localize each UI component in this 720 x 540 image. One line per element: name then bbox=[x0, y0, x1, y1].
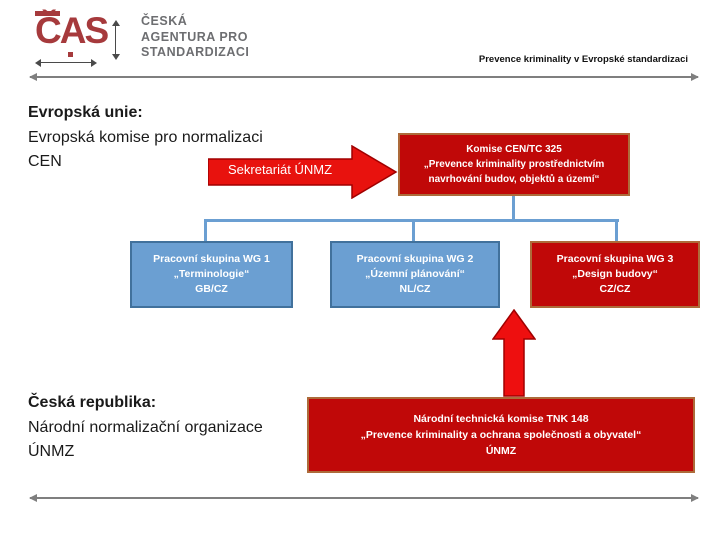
cen-tc325-box: Komise CEN/TC 325 „Prevence kriminality … bbox=[398, 133, 630, 196]
connector-drop-wg2 bbox=[412, 219, 415, 243]
wg2-box: Pracovní skupina WG 2 „Územní plánování“… bbox=[330, 241, 500, 308]
box-line: navrhování budov, objektů a území“ bbox=[428, 174, 600, 185]
eu-line: Evropská komise pro normalizaci bbox=[28, 128, 263, 146]
right-arrowhead-icon bbox=[691, 494, 699, 502]
box-line: Komise CEN/TC 325 bbox=[466, 144, 562, 155]
cz-line: ÚNMZ bbox=[28, 443, 75, 460]
secretariat-arrow-label: Sekretariát ÚNMZ bbox=[227, 162, 333, 177]
cz-line: Národní normalizační organizace bbox=[28, 418, 263, 436]
box-line: ÚNMZ bbox=[485, 445, 517, 457]
logo-dimension-line-vertical bbox=[115, 22, 116, 58]
arrow-right-icon bbox=[91, 59, 97, 67]
tnk148-box: Národní technická komise TNK 148 „Preven… bbox=[307, 397, 695, 473]
top-divider-line bbox=[29, 73, 699, 81]
box-line: NL/CZ bbox=[399, 283, 431, 295]
connector-drop-wg3 bbox=[615, 219, 618, 243]
box-line: CZ/CZ bbox=[599, 283, 631, 295]
cas-logo-mark-icon: ČAS bbox=[35, 8, 127, 67]
box-line: „Prevence kriminality a ochrana společno… bbox=[360, 429, 642, 441]
cz-heading: Česká republika: bbox=[28, 394, 157, 411]
arrow-down-icon bbox=[112, 54, 120, 60]
up-arrow-icon bbox=[492, 309, 536, 397]
logo-org-line: AGENTURA PRO bbox=[141, 29, 248, 44]
eu-line: CEN bbox=[28, 153, 62, 170]
logo-dot bbox=[68, 52, 73, 57]
cz-text-block: Česká republika: Národní normalizační or… bbox=[28, 391, 263, 465]
arrow-left-icon bbox=[35, 59, 41, 67]
box-line: „Územní plánování“ bbox=[365, 268, 465, 280]
connector-horizontal-line bbox=[204, 219, 619, 222]
box-line: Pracovní skupina WG 2 bbox=[356, 253, 474, 265]
box-line: Pracovní skupina WG 3 bbox=[556, 253, 674, 265]
eu-heading: Evropská unie: bbox=[28, 104, 143, 121]
logo-org-line: STANDARDIZACI bbox=[141, 45, 250, 59]
arrow-up-icon bbox=[112, 20, 120, 26]
box-line: „Terminologie“ bbox=[173, 268, 250, 280]
slide-caption: Prevence kriminality v Evropské standard… bbox=[478, 54, 688, 65]
left-arrowhead-icon bbox=[29, 494, 37, 502]
box-line: Pracovní skupina WG 1 bbox=[153, 253, 270, 265]
logo-org-name: ČESKÁ AGENTURA PRO STANDARDIZACI bbox=[141, 8, 249, 66]
wg3-box: Pracovní skupina WG 3 „Design budovy“ CZ… bbox=[530, 241, 700, 308]
logo-caron-bar bbox=[35, 11, 60, 16]
logo-acronym: ČAS bbox=[35, 10, 109, 51]
bottom-divider-line bbox=[29, 494, 699, 502]
eu-text-block: Evropská unie: Evropská komise pro norma… bbox=[28, 101, 263, 175]
box-line: „Prevence kriminality prostřednictvím bbox=[423, 159, 605, 170]
logo-dimension-line-horizontal bbox=[37, 62, 95, 63]
cas-logo: ČAS ČESKÁ AGENTURA PRO STANDARDIZACI bbox=[35, 8, 249, 67]
wg1-box: Pracovní skupina WG 1 „Terminologie“ GB/… bbox=[130, 241, 293, 308]
left-arrowhead-icon bbox=[29, 73, 37, 81]
secretariat-arrow-icon bbox=[208, 145, 398, 199]
connector-drop-wg1 bbox=[204, 219, 207, 243]
box-line: Národní technická komise TNK 148 bbox=[413, 413, 589, 425]
box-line: GB/CZ bbox=[195, 283, 228, 295]
box-line: „Design budovy“ bbox=[572, 268, 658, 280]
right-arrowhead-icon bbox=[691, 73, 699, 81]
logo-org-line: ČESKÁ bbox=[141, 14, 188, 28]
connector-feed-line bbox=[512, 196, 515, 220]
